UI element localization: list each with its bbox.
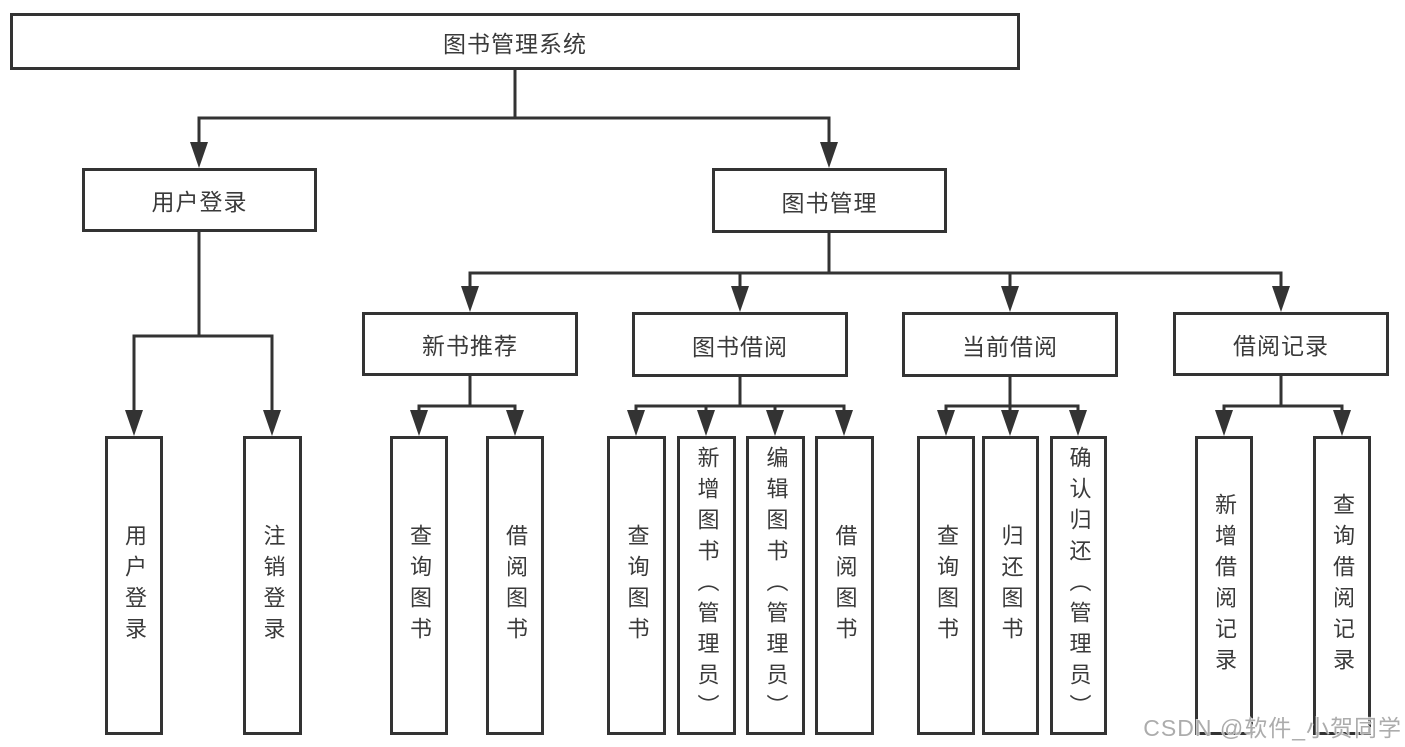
arrow-down-icon — [506, 410, 524, 436]
node-root-system: 图书管理系统 — [10, 13, 1020, 70]
node-label: 图书管理 — [781, 189, 878, 216]
connector-login-to-leaves — [132, 230, 274, 414]
leaf-label: 查询图书 — [624, 523, 650, 648]
leaf-query-books: 查询图书 — [607, 436, 666, 735]
leaf-query-books: 查询图书 — [390, 436, 448, 735]
node-user-login-branch: 用户登录 — [82, 168, 317, 232]
csdn-watermark: CSDN @软件_小贺同学 — [1143, 715, 1402, 741]
node-label: 当前借阅 — [962, 333, 1058, 360]
leaf-label: 查询图书 — [934, 523, 959, 648]
node-label: 图书借阅 — [692, 333, 788, 360]
leaf-label: 查询图书 — [407, 523, 432, 648]
leaf-user-login: 用户登录 — [105, 436, 163, 735]
leaf-borrow-books: 借阅图书 — [815, 436, 874, 735]
leaf-label: 确认归还（管理员） — [1066, 446, 1092, 725]
leaf-borrow-books: 借阅图书 — [486, 436, 544, 735]
connector-records-to-leaves — [1222, 375, 1344, 416]
arrow-down-icon — [1001, 286, 1019, 312]
arrow-down-icon — [766, 410, 784, 436]
node-label: 新书推荐 — [422, 333, 518, 359]
node-borrow-records: 借阅记录 — [1173, 312, 1389, 376]
leaf-label: 用户登录 — [122, 523, 147, 648]
node-label: 借阅记录 — [1233, 333, 1329, 359]
node-new-book-recommend: 新书推荐 — [362, 312, 578, 376]
node-book-borrow: 图书借阅 — [632, 312, 848, 377]
arrow-down-icon — [835, 410, 853, 436]
arrow-down-icon — [627, 410, 645, 436]
leaf-return-books: 归还图书 — [982, 436, 1039, 735]
leaf-add-books-admin: 新增图书（管理员） — [677, 436, 736, 735]
leaf-label: 新增图书（管理员） — [694, 446, 720, 725]
arrow-down-icon — [1333, 410, 1351, 436]
node-current-borrow: 当前借阅 — [902, 312, 1118, 377]
arrow-down-icon — [1215, 410, 1233, 436]
connector-current-to-leaves — [944, 375, 1080, 416]
arrow-down-icon — [937, 410, 955, 436]
connector-newbook-to-leaves — [417, 373, 517, 416]
leaf-label: 编辑图书（管理员） — [763, 446, 789, 725]
leaf-confirm-return-admin: 确认归还（管理员） — [1050, 436, 1107, 735]
leaf-label: 新增借阅记录 — [1212, 492, 1237, 679]
leaf-label: 查询借阅记录 — [1330, 492, 1355, 679]
arrow-down-icon — [820, 142, 838, 168]
connector-mgmt-to-modules — [468, 231, 1283, 292]
leaf-query-books: 查询图书 — [917, 436, 975, 735]
node-book-management-branch: 图书管理 — [712, 168, 947, 233]
leaf-query-borrow-record: 查询借阅记录 — [1313, 436, 1371, 735]
connector-root-to-branches — [197, 67, 831, 146]
arrow-down-icon — [190, 142, 208, 168]
leaf-label: 注销登录 — [260, 523, 286, 648]
node-label: 用户登录 — [151, 189, 248, 215]
node-label: 图书管理系统 — [443, 30, 587, 57]
arrow-down-icon — [1069, 410, 1087, 436]
leaf-edit-books-admin: 编辑图书（管理员） — [746, 436, 805, 735]
connector-borrow-to-leaves — [634, 375, 846, 416]
leaf-label: 借阅图书 — [832, 523, 858, 648]
arrow-down-icon — [410, 410, 428, 436]
leaf-add-borrow-record: 新增借阅记录 — [1195, 436, 1253, 735]
arrow-down-icon — [125, 410, 143, 436]
arrow-down-icon — [731, 286, 749, 312]
leaf-label: 借阅图书 — [503, 523, 528, 648]
arrow-down-icon — [461, 286, 479, 312]
arrow-down-icon — [263, 410, 281, 436]
leaf-label: 归还图书 — [998, 523, 1024, 648]
leaf-logout: 注销登录 — [243, 436, 302, 735]
arrow-down-icon — [697, 410, 715, 436]
arrow-down-icon — [1272, 286, 1290, 312]
arrow-down-icon — [1001, 410, 1019, 436]
